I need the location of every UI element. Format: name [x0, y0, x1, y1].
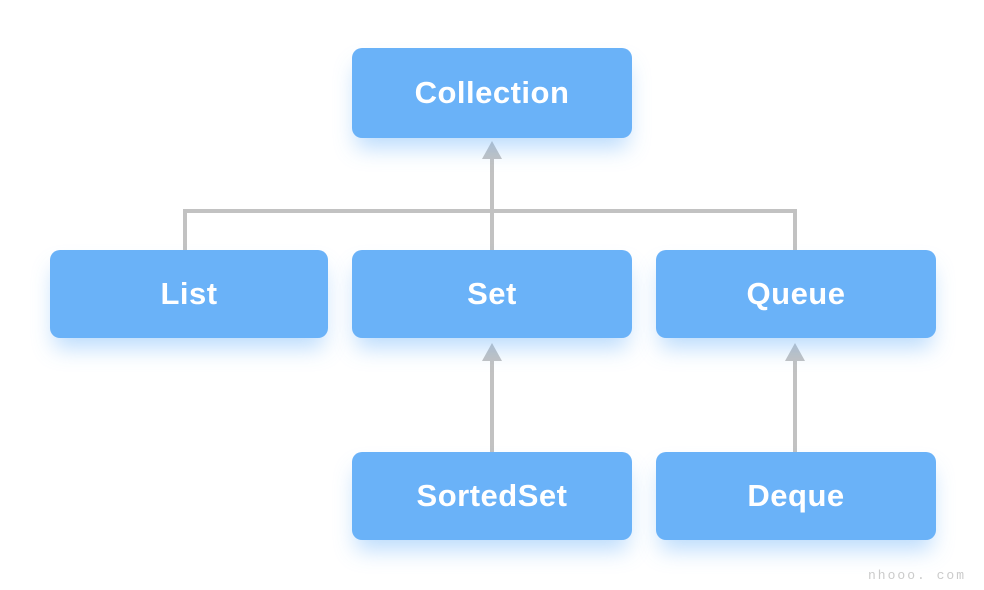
node-deque-label: Deque	[747, 478, 845, 513]
node-queue-label: Queue	[746, 276, 846, 311]
edge-set-collection-line	[490, 156, 494, 250]
edge-sortedset-set-line	[490, 359, 494, 452]
arrow-up-icon	[482, 141, 502, 159]
arrow-up-icon	[482, 343, 502, 361]
watermark-text: nhooo. com	[867, 568, 966, 583]
edge-list-collection-line	[183, 209, 187, 250]
node-collection-label: Collection	[414, 75, 570, 110]
node-set: Set	[352, 250, 632, 338]
node-set-label: Set	[467, 276, 517, 311]
node-deque: Deque	[656, 452, 936, 540]
node-sortedset-label: SortedSet	[416, 478, 568, 513]
edge-deque-queue-line	[793, 359, 797, 452]
node-sortedset: SortedSet	[352, 452, 632, 540]
edge-queue-collection-line	[793, 209, 797, 250]
node-queue: Queue	[656, 250, 936, 338]
node-collection: Collection	[352, 48, 632, 138]
node-list-label: List	[160, 276, 218, 311]
arrow-up-icon	[785, 343, 805, 361]
node-list: List	[50, 250, 328, 338]
